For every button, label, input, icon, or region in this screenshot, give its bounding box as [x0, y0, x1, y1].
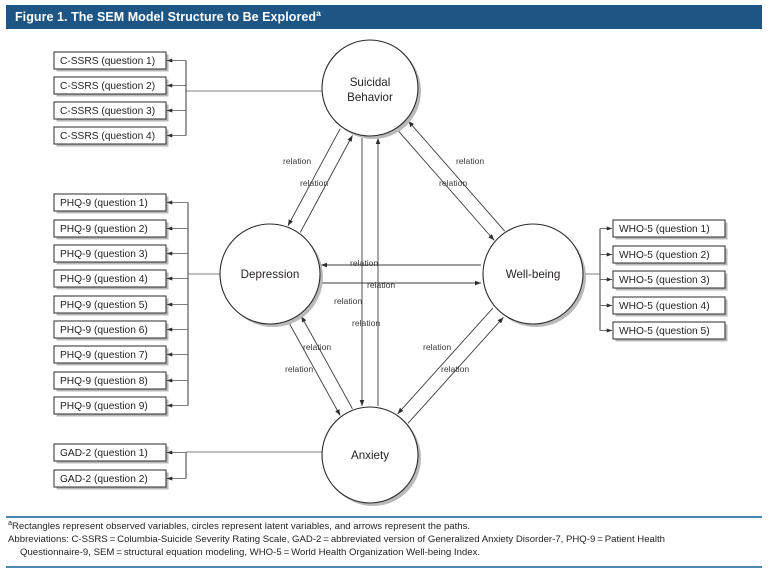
relation-arrow	[407, 120, 505, 232]
observed-variable-boxes: C-SSRS (question 1) C-SSRS (question 2) C-…	[53, 51, 728, 490]
observed-variable-label: WHO-5 (question 2)	[619, 250, 710, 261]
relation-arrow	[397, 129, 495, 241]
observed-variable-box[interactable]	[53, 219, 167, 238]
sem-diagram: C-SSRS (question 1) C-SSRS (question 2) C-…	[0, 30, 768, 510]
relation-label: relation	[350, 258, 378, 268]
latent-variable-circle[interactable]	[321, 406, 419, 504]
relation-arrow	[299, 135, 353, 233]
footnote-line-abbrev-2: Questionnaire-9, SEM = structural equati…	[20, 547, 481, 559]
footnote-line-abbrev-1: Abbreviations: C-SSRS = Columbia-Suicide…	[8, 534, 666, 546]
relation-label: relation	[334, 296, 362, 306]
footnote-text-paths: Rectangles represent observed variables,…	[12, 521, 471, 532]
observed-variable-box[interactable]	[53, 345, 167, 364]
footnote-block: aRectangles represent observed variables…	[8, 517, 760, 560]
relation-label: relation	[367, 280, 395, 290]
observed-variable-box[interactable]	[53, 51, 167, 70]
observed-variable-box[interactable]	[612, 245, 726, 264]
relation-arrow	[397, 307, 494, 415]
relation-label: relation	[300, 178, 328, 188]
observed-variable-label: PHQ-9 (question 1)	[60, 198, 148, 209]
relation-label: relation	[352, 318, 380, 328]
observed-variable-label: GAD-2 (question 2)	[60, 474, 148, 485]
figure-title-superscript: a	[316, 7, 321, 18]
observed-variable-box[interactable]	[53, 443, 167, 462]
observed-variable-label: WHO-5 (question 1)	[619, 224, 710, 235]
observed-variable-label: WHO-5 (question 4)	[619, 301, 710, 312]
latent-variable-circle[interactable]	[219, 223, 321, 325]
observed-variable-label: C-SSRS (question 3)	[60, 106, 155, 117]
latent-variable-circle[interactable]	[321, 39, 419, 137]
observed-variable-box[interactable]	[53, 269, 167, 288]
observed-variable-box[interactable]	[53, 76, 167, 95]
relation-label: relation	[441, 364, 469, 374]
observed-variable-box[interactable]	[612, 219, 726, 238]
observed-variable-box[interactable]	[612, 321, 726, 340]
footnote-superscript: a	[8, 517, 12, 527]
relation-label-group: relation relation relation relation relation…	[283, 156, 484, 374]
observed-variable-label: WHO-5 (question 3)	[619, 275, 710, 286]
sem-diagram-svg: C-SSRS (question 1) C-SSRS (question 2) C-…	[53, 39, 728, 506]
footnote-rule-bottom	[6, 566, 762, 568]
observed-variable-box[interactable]	[53, 320, 167, 339]
relation-arrows	[287, 120, 505, 424]
figure-title-bar: Figure 1. The SEM Model Structure to Be …	[6, 5, 762, 29]
observed-variable-label: PHQ-9 (question 5)	[60, 300, 148, 311]
observed-variable-box[interactable]	[53, 126, 167, 145]
observed-variable-label: PHQ-9 (question 3)	[60, 249, 148, 260]
latent-variable-label: Depression	[241, 268, 300, 281]
observed-variable-box[interactable]	[612, 296, 726, 315]
relation-label: relation	[283, 156, 311, 166]
observed-variable-box[interactable]	[53, 396, 167, 415]
observed-variable-label: PHQ-9 (question 8)	[60, 376, 148, 387]
latent-variable-circle[interactable]	[482, 223, 584, 325]
indicator-arrows	[166, 58, 613, 481]
relation-arrow	[287, 128, 341, 226]
observed-variable-label: PHQ-9 (question 6)	[60, 325, 148, 336]
relation-label: relation	[423, 342, 451, 352]
latent-variable-label: Well-being	[506, 268, 561, 281]
relation-label: relation	[439, 178, 467, 188]
observed-variable-box[interactable]	[53, 469, 167, 488]
observed-variable-label: GAD-2 (question 1)	[60, 448, 148, 459]
relation-label: relation	[285, 364, 313, 374]
relation-arrow	[288, 322, 341, 416]
observed-variable-label: PHQ-9 (question 9)	[60, 401, 148, 412]
relation-label: relation	[303, 342, 331, 352]
footnote-rule-top	[6, 516, 762, 518]
observed-variable-label: C-SSRS (question 4)	[60, 131, 155, 142]
latent-variable-label: Anxiety	[351, 449, 389, 462]
footnote-line-a: aRectangles represent observed variables…	[8, 517, 760, 533]
observed-variable-label: WHO-5 (question 5)	[619, 326, 710, 337]
latent-variable-label: Behavior	[347, 91, 393, 104]
observed-variable-box[interactable]	[612, 270, 726, 289]
observed-variable-label: C-SSRS (question 1)	[60, 56, 155, 67]
observed-variable-box[interactable]	[53, 244, 167, 263]
observed-variable-label: PHQ-9 (question 7)	[60, 350, 148, 361]
latent-variable-label: Suicidal	[350, 76, 391, 89]
measurement-bus-lines	[185, 60, 601, 479]
observed-variable-box[interactable]	[53, 101, 167, 120]
observed-variable-label: PHQ-9 (question 4)	[60, 274, 148, 285]
relation-arrow	[407, 317, 504, 424]
observed-variable-label: C-SSRS (question 2)	[60, 81, 155, 92]
figure-title-text: Figure 1. The SEM Model Structure to Be …	[15, 9, 317, 24]
page-title: Figure 1. The SEM Model Structure to Be …	[15, 7, 321, 24]
observed-variable-box[interactable]	[53, 295, 167, 314]
observed-variable-box[interactable]	[53, 193, 167, 212]
relation-arrow	[300, 315, 353, 409]
relation-label: relation	[456, 156, 484, 166]
observed-variable-box[interactable]	[53, 371, 167, 390]
observed-variable-label: PHQ-9 (question 2)	[60, 224, 148, 235]
